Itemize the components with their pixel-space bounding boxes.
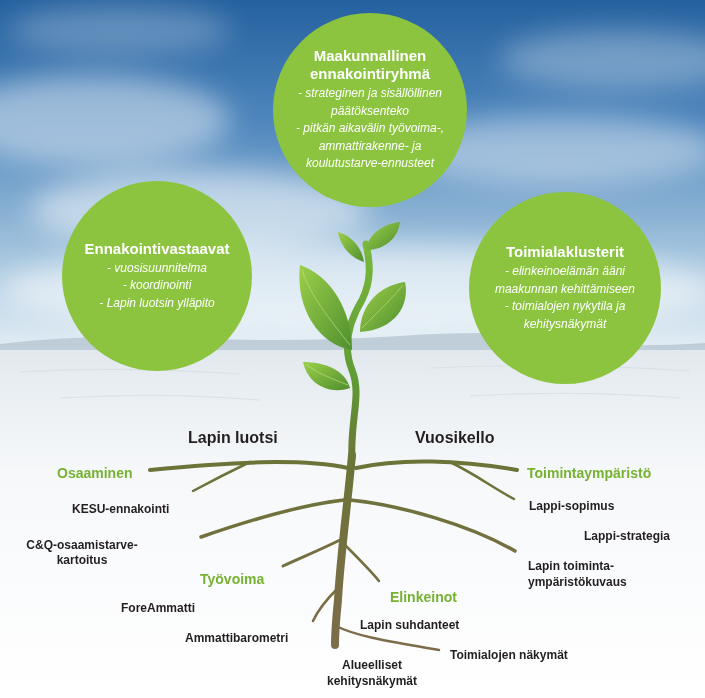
forecast-circle: Toimialaklusterit - elinkeinoelämän ääni … xyxy=(469,192,661,384)
circle-item: - strateginen ja sisällöllinen päätöksen… xyxy=(282,85,458,120)
circle-item: - koordinointi xyxy=(77,277,237,295)
leaf-veins xyxy=(302,270,403,385)
snow-line xyxy=(60,395,260,400)
leaf xyxy=(360,282,406,332)
method-label: C&Q-osaamistarve- kartoitus xyxy=(14,538,150,568)
leaf-vein xyxy=(362,285,403,328)
method-label: Lapin toiminta- ympäristökuvaus xyxy=(528,558,648,590)
root-title: Vuosikello xyxy=(415,428,494,447)
root xyxy=(450,462,514,499)
leaf xyxy=(303,362,350,390)
root xyxy=(350,500,515,551)
method-label: Lappi-strategia xyxy=(584,529,670,544)
circle-content: Maakunnallinen ennakointiryhmä- strategi… xyxy=(282,47,458,173)
method-label: Lappi-sopimus xyxy=(529,499,614,514)
root xyxy=(313,588,338,621)
circle-item: - vuosisuunnitelma xyxy=(77,260,237,278)
cloud xyxy=(500,30,705,90)
circle-heading: Ennakointivastaavat xyxy=(77,240,237,258)
section-heading: Toimintaympäristö xyxy=(527,465,651,482)
circle-item: - elinkeinoelämän ääni maakunnan kehittä… xyxy=(484,263,646,298)
leaf xyxy=(338,232,364,262)
forecast-circle: Ennakointivastaavat - vuosisuunnitelma- k… xyxy=(62,181,252,371)
root xyxy=(356,461,517,470)
circle-item: - Lapin luotsin ylläpito xyxy=(77,295,237,313)
circle-content: Toimialaklusterit - elinkeinoelämän ääni … xyxy=(484,243,646,333)
root-title: Lapin luotsi xyxy=(188,428,278,447)
circle-content: Ennakointivastaavat - vuosisuunnitelma- k… xyxy=(77,240,237,313)
method-label: Ammattibarometri xyxy=(185,631,288,646)
forecast-circle: Maakunnallinen ennakointiryhmä- strategi… xyxy=(273,13,467,207)
root xyxy=(201,500,344,537)
circle-item: - pitkän aikavälin työvoima-, ammattirak… xyxy=(282,120,458,173)
circle-heading: Toimialaklusterit xyxy=(484,243,646,261)
section-heading: Elinkeinot xyxy=(390,589,457,606)
snow-line xyxy=(20,369,240,374)
snow-line xyxy=(470,393,680,398)
root xyxy=(283,540,340,566)
section-heading: Osaaminen xyxy=(57,465,132,482)
method-label: KESU-ennakointi xyxy=(72,502,169,517)
circle-item: - toimialojen nykytila ja kehitysnäkymät xyxy=(484,298,646,333)
cloud xyxy=(10,5,230,55)
leaf xyxy=(366,222,400,250)
method-label: Lapin suhdanteet xyxy=(360,618,459,633)
leaf xyxy=(299,265,352,350)
method-label: ForeAmmatti xyxy=(121,601,195,616)
plant-stem xyxy=(347,244,369,458)
leaf-vein xyxy=(302,270,350,345)
section-heading: Työvoima xyxy=(200,571,264,588)
method-label: Alueelliset kehitysnäkymät xyxy=(316,657,428,689)
root xyxy=(345,545,379,581)
circle-heading: Maakunnallinen ennakointiryhmä xyxy=(282,47,458,83)
method-label: Toimialojen näkymät xyxy=(450,648,568,663)
leaves xyxy=(299,222,406,390)
leaf-vein xyxy=(306,364,348,385)
root xyxy=(193,462,250,491)
cloud xyxy=(0,75,230,165)
roots xyxy=(150,455,517,650)
